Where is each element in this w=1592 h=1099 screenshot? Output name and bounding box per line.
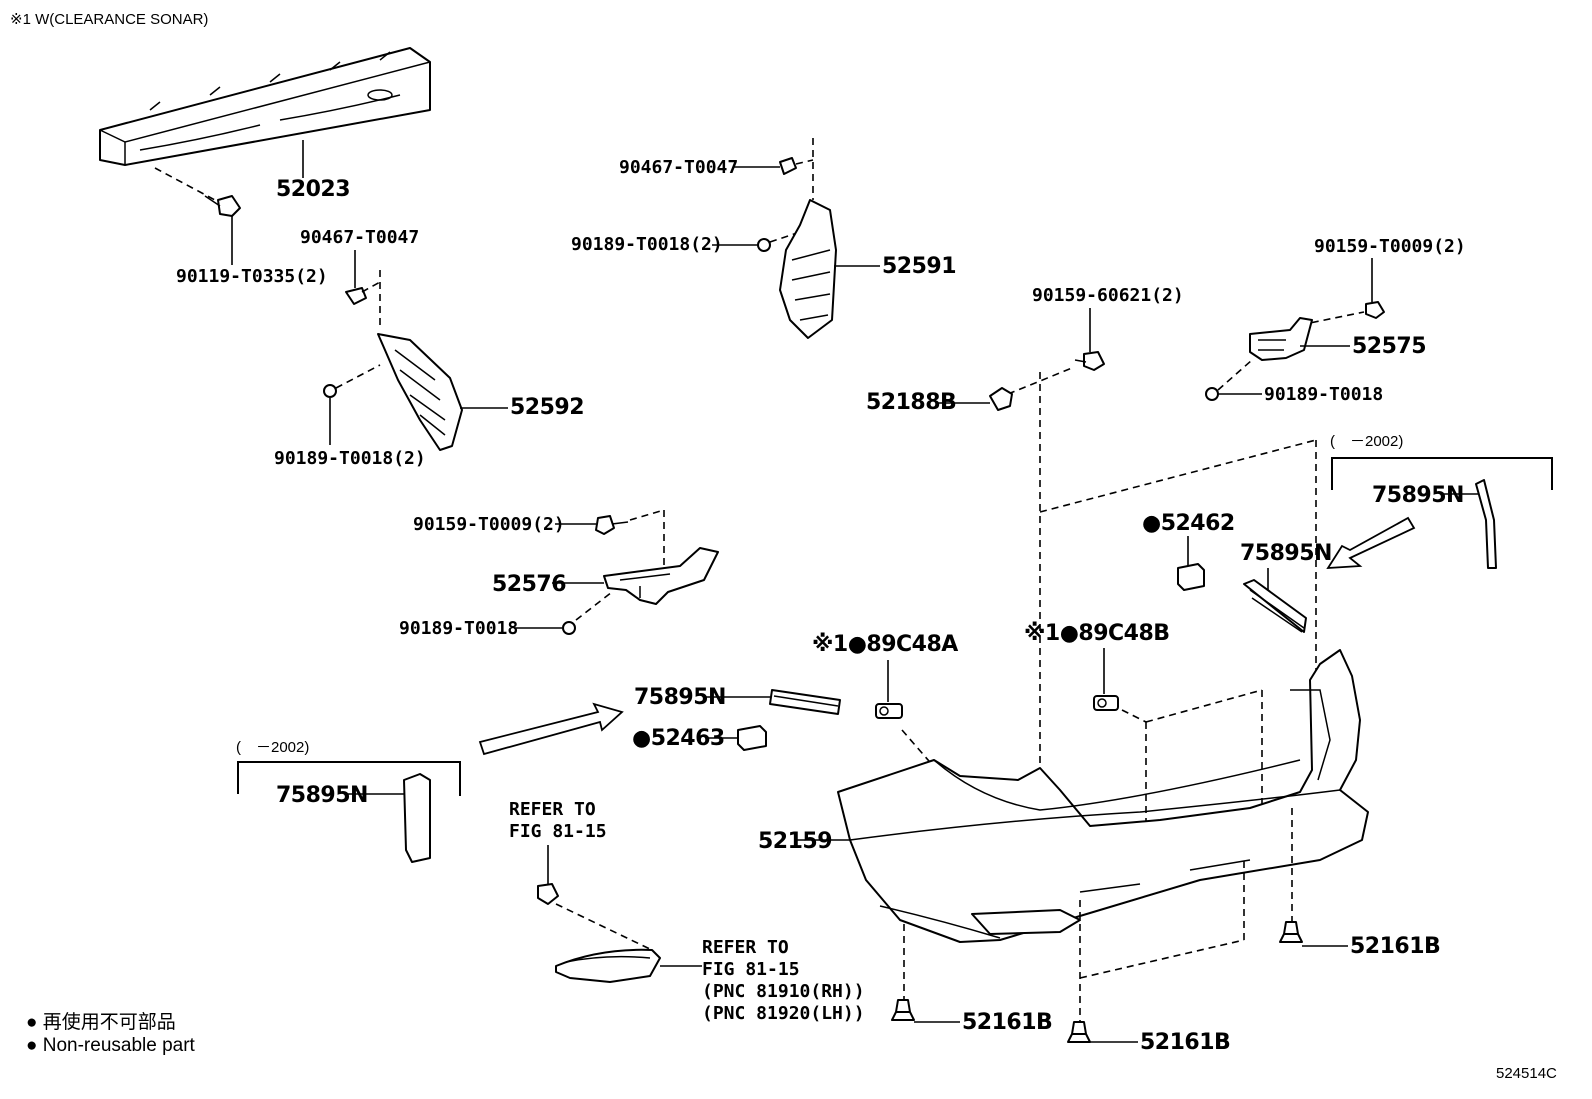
label-52159: 52159 <box>758 829 832 854</box>
cushion-52462-drawing <box>1177 563 1205 591</box>
refer2-line1: REFER TO <box>702 937 789 958</box>
clip-90467-mid-drawing <box>779 157 797 175</box>
refer2-line3: (PNC 81910(RH)) <box>702 981 865 1002</box>
clip-90189-mid2-drawing <box>562 621 576 635</box>
moulding-75895N-c-drawing <box>769 689 841 715</box>
clip-52161B-b-drawing <box>891 999 915 1021</box>
clip-90189-left-drawing <box>323 384 337 398</box>
refer2-line2: FIG 81-15 <box>702 959 800 980</box>
label-90189-left: 90189-T0018(2) <box>274 448 426 469</box>
clip-90189-mid-drawing <box>757 238 771 252</box>
label-75895N-b: 75895N <box>1240 541 1332 566</box>
label-52591: 52591 <box>882 254 956 279</box>
label-89C48B: ※1●89C48B <box>1024 621 1170 646</box>
label-90159-mid: 90159-T0009(2) <box>413 514 565 535</box>
retainer-52188B-drawing <box>989 387 1013 411</box>
label-52592: 52592 <box>510 395 584 420</box>
moulding-75895N-d-drawing <box>403 773 431 863</box>
bolt-refer-drawing <box>537 883 559 905</box>
bumper-cover-52159-drawing <box>837 649 1369 943</box>
bolt-90159-right-drawing <box>1365 301 1385 319</box>
label-90189-mid: 90189-T0018(2) <box>571 234 723 255</box>
clip-90467-left-drawing <box>345 287 367 305</box>
label-90467-left: 90467-T0047 <box>300 227 419 248</box>
clip-52161B-a-drawing <box>1279 921 1303 943</box>
reflector-lamp-drawing <box>555 948 661 983</box>
bracket-52575-drawing <box>1249 317 1313 361</box>
label-52575: 52575 <box>1352 334 1426 359</box>
view-arrow-right <box>1326 516 1416 570</box>
bracket-52592-drawing <box>377 333 463 451</box>
label-52023: 52023 <box>276 177 350 202</box>
label-75895N-d: 75895N <box>276 783 368 808</box>
label-90119-T0335: 90119-T0335(2) <box>176 266 328 287</box>
label-90467-mid: 90467-T0047 <box>619 157 738 178</box>
label-52161B-b: 52161B <box>962 1010 1052 1035</box>
bolt-90159-mid-drawing <box>595 515 629 535</box>
label-90189-right: 90189-T0018 <box>1264 384 1383 405</box>
refer1-line2: FIG 81-15 <box>509 821 607 842</box>
cushion-52463-drawing <box>737 725 767 751</box>
bracket-52576-drawing <box>603 547 719 605</box>
sensor-89C48B-drawing <box>1093 695 1119 711</box>
label-90159-60621: 90159-60621(2) <box>1032 285 1184 306</box>
clearance-sonar-note: ※1 W(CLEARANCE SONAR) <box>10 11 208 28</box>
legend-jp: ● 再使用不可部品 <box>26 1011 176 1033</box>
view-arrow-left <box>478 702 624 756</box>
refer2-line4: (PNC 81920(LH)) <box>702 1003 865 1024</box>
label-52576: 52576 <box>492 572 566 597</box>
refer1-line1: REFER TO <box>509 799 596 820</box>
label-52161B-c: 52161B <box>1140 1030 1230 1055</box>
label-90189-mid2: 90189-T0018 <box>399 618 518 639</box>
legend-en: ● Non-reusable part <box>26 1035 196 1056</box>
sensor-89C48A-drawing <box>875 703 903 719</box>
label-75895N-a: 75895N <box>1372 483 1464 508</box>
clip-90189-right-drawing <box>1205 387 1219 401</box>
moulding-75895N-a-drawing <box>1475 479 1497 569</box>
figure-code: 524514C <box>1496 1065 1557 1082</box>
label-89C48A: ※1●89C48A <box>812 632 958 657</box>
label-52462: ●52462 <box>1142 511 1235 536</box>
bolt-90119-drawing <box>204 195 241 217</box>
clip-52161B-c-drawing <box>1067 1021 1091 1043</box>
bracket-52591-drawing <box>779 199 837 339</box>
label-52161B-a: 52161B <box>1350 934 1440 959</box>
bolt-90159-60621-drawing <box>1074 351 1105 371</box>
range-right: ( －2002) <box>1330 433 1403 450</box>
range-left: ( －2002) <box>236 739 309 756</box>
label-90159-right: 90159-T0009(2) <box>1314 236 1466 257</box>
moulding-75895N-b-drawing <box>1243 579 1307 633</box>
reinforcement-52023-drawing <box>99 47 431 166</box>
